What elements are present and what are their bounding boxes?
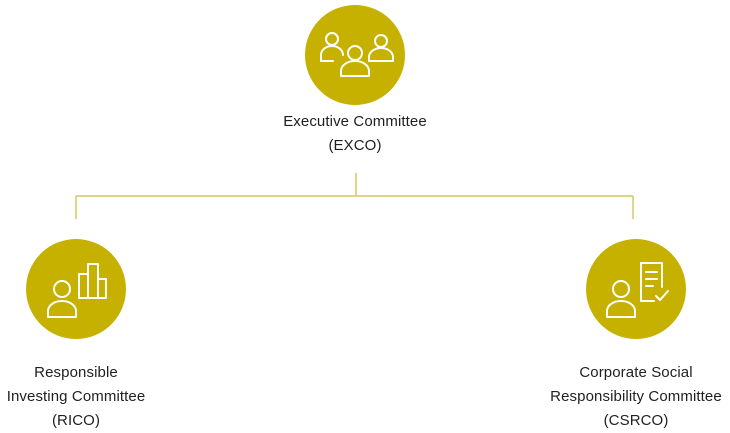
rico-label-line-3: (RICO)	[51, 412, 101, 429]
exco-label-line-2: (EXCO)	[328, 137, 382, 154]
csrco-label-line-3: (CSRCO)	[603, 412, 669, 429]
csrco-label-line-1: Corporate Social	[579, 364, 693, 381]
exco-node-circle	[305, 5, 405, 105]
rico-label-line-1: Responsible	[34, 364, 118, 381]
csrco-node-circle	[586, 239, 686, 339]
person-bar-chart-icon	[26, 239, 126, 339]
exco-label: Executive Committee (EXCO)	[255, 110, 455, 158]
rico-label: Responsible Investing Committee (RICO)	[0, 361, 157, 433]
csrco-label-line-2: Responsibility Committee	[550, 388, 722, 405]
csrco-label: Corporate Social Responsibility Committe…	[532, 361, 730, 433]
rico-label-line-2: Investing Committee	[6, 388, 146, 405]
exco-label-line-1: Executive Committee	[283, 113, 427, 130]
group-people-icon	[305, 5, 405, 105]
person-checklist-icon	[586, 239, 686, 339]
rico-node-circle	[26, 239, 126, 339]
